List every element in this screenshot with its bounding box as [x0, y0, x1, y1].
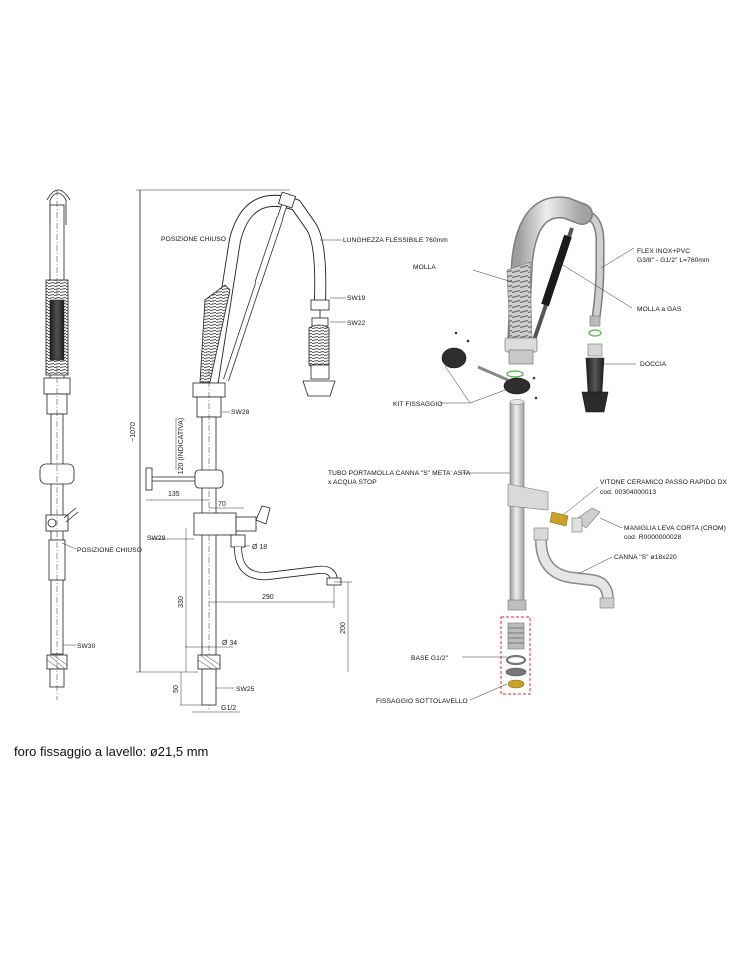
dim-d18: Ø 18: [252, 544, 267, 551]
flex-label-line1: FLEX INOX+PVC: [637, 248, 690, 255]
maniglia-label-line2: cod. R0000000028: [624, 534, 682, 541]
vitone-label-line1: VITONE CERAMICO PASSO RAPIDO DX: [600, 479, 728, 486]
dim-70: 70: [218, 501, 226, 508]
dim-total-height: ~1070: [130, 422, 137, 442]
side-view: POSIZIONE CHIUSO SW30: [39, 189, 142, 700]
flex-label-line2: G3/8" - G1/2" L=760mm: [637, 257, 710, 264]
tube-label-line1: TUBO PORTAMOLLA CANNA "S" META' ASTA: [328, 470, 471, 477]
tube-label-line2: x ACQUA STOP: [328, 479, 377, 486]
side-sw30-label: SW30: [77, 643, 96, 650]
doccia-label: DOCCIA: [640, 361, 667, 368]
dim-290: 290: [262, 594, 274, 601]
side-closed-position-label: POSIZIONE CHIUSO: [77, 547, 142, 554]
footer-note: foro fissaggio a lavello: ø21,5 mm: [14, 744, 209, 759]
dim-120: 120 (INDICATIVA): [178, 418, 185, 475]
dim-200: 200: [340, 622, 347, 634]
flex-length-label: LUNGHEZZA FLESSIBILE 760mm: [343, 237, 448, 244]
dim-g12: G1/2: [221, 705, 236, 712]
front-view: ~1070 LUNGHEZZA FLESSIBILE 760mm POSIZIO…: [130, 189, 448, 713]
sw25-label: SW25: [236, 686, 255, 693]
gas-spring-label: MOLLA a GAS: [637, 306, 682, 313]
maniglia-label-line1: MANIGLIA LEVA CORTA (CROM): [624, 525, 726, 532]
sw28-label: SW28: [231, 409, 250, 416]
canna-label: CANNA "S" ø18x220: [614, 554, 677, 561]
dim-50: 50: [173, 685, 180, 693]
sw19-label: SW19: [347, 295, 366, 302]
dim-330: 330: [178, 596, 185, 608]
fissaggio-label: FISSAGGIO SOTTOLAVELLO: [376, 698, 468, 705]
dim-d34: Ø 34: [222, 640, 237, 647]
front-closed-position-label: POSIZIONE CHIUSO: [161, 236, 226, 243]
vitone-label-line2: cod. 00304000013: [600, 489, 656, 496]
exploded-view: MOLLA FLEX INOX+PVC G3/8" - G1/2" L=760m…: [328, 196, 728, 705]
molla-label: MOLLA: [413, 264, 436, 271]
sw22-label: SW22: [347, 320, 366, 327]
kit-label: KIT FISSAGGIO: [393, 401, 443, 408]
base-label: BASE G1/2": [411, 655, 449, 662]
sw29-label: SW29: [147, 535, 166, 542]
dim-135: 135: [168, 491, 180, 498]
